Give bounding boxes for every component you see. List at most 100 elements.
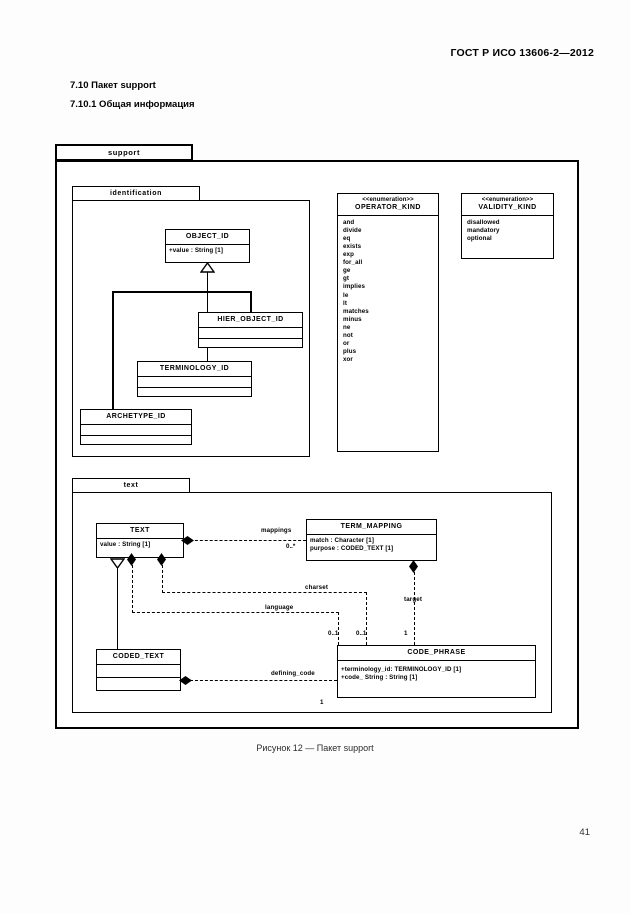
class-coded-text-attr-compartment <box>97 664 180 677</box>
literal-item: ge <box>343 267 351 275</box>
document-header: ГОСТ Р ИСО 13606-2—2012 <box>450 47 594 59</box>
association-language-multiplicity: 0..1 <box>328 630 339 637</box>
association-language-horizontal <box>131 612 339 613</box>
association-target-label: target <box>404 596 423 603</box>
class-coded-text-name: CODED_TEXT <box>112 653 165 660</box>
association-language-diamond <box>127 553 136 566</box>
class-archetype-id-attr-compartment <box>81 424 191 435</box>
enumeration-validity-kind-title: VALIDITY_KIND <box>478 203 537 211</box>
package-identification-label: identification <box>110 190 162 197</box>
class-terminology-id: TERMINOLOGY_ID <box>137 361 252 397</box>
enumeration-validity-kind: <<enumeration>> VALIDITY_KIND disallowed… <box>461 193 554 259</box>
association-charset-label: charset <box>305 584 329 591</box>
association-mappings-line <box>190 540 306 541</box>
literal-item: exists <box>343 243 362 251</box>
package-support-tab: support <box>55 144 193 161</box>
class-code-phrase-name: CODE_PHRASE <box>407 649 466 656</box>
class-coded-text: CODED_TEXT <box>96 649 181 691</box>
literal-item: mandatory <box>467 227 500 234</box>
package-support-label: support <box>107 148 141 157</box>
association-language-label: language <box>265 604 294 611</box>
class-terminology-id-name: TERMINOLOGY_ID <box>159 365 230 372</box>
class-hier-object-id-name: HIER_OBJECT_ID <box>217 316 284 323</box>
figure-caption: Рисунок 12 — Пакет support <box>256 743 374 753</box>
literal-item: ne <box>343 323 351 331</box>
class-hier-object-id: HIER_OBJECT_ID <box>198 312 303 348</box>
literal-item: minus <box>343 315 362 323</box>
class-term-mapping-name: TERM_MAPPING <box>340 523 403 530</box>
class-object-id: OBJECT_ID +value : String [1] <box>165 229 250 263</box>
association-mappings-label: mappings <box>261 527 292 534</box>
generalization-stem-coded-text <box>116 567 119 649</box>
association-language-vertical-b <box>338 612 339 645</box>
association-charset-diamond <box>157 553 166 566</box>
association-mappings-diamond <box>181 536 194 545</box>
enumeration-validity-kind-literals: disallowed mandatory optional <box>462 214 553 246</box>
literal-item: eq <box>343 235 351 243</box>
association-charset-horizontal <box>161 592 367 593</box>
class-archetype-id: ARCHETYPE_ID <box>80 409 192 445</box>
literal-item: disallowed <box>467 218 500 226</box>
class-code-phrase-attributes: +terminology_id: TERMINOLOGY_ID [1] +cod… <box>338 660 535 684</box>
package-text-tab: text <box>72 478 190 493</box>
association-target-line <box>413 572 415 645</box>
attribute-item: +code_ String : String [1] <box>341 674 418 682</box>
literal-item: lt <box>343 299 347 307</box>
enumeration-operator-kind-stereotype: <<enumeration>> <box>362 197 414 203</box>
generalization-branch-hier <box>250 291 252 312</box>
literal-item: and <box>343 218 355 226</box>
class-object-id-name: OBJECT_ID <box>185 233 230 240</box>
generalization-stem <box>206 272 209 292</box>
association-defining-code-multiplicity: 1 <box>320 699 324 706</box>
literal-item: exp <box>343 251 354 259</box>
package-identification-tab: identification <box>72 186 200 201</box>
class-archetype-id-op-compartment <box>81 435 191 444</box>
enumeration-operator-kind-name: <<enumeration>> OPERATOR_KIND <box>338 194 438 215</box>
enumeration-operator-kind-title: OPERATOR_KIND <box>355 203 421 211</box>
class-code-phrase: CODE_PHRASE +terminology_id: TERMINOLOGY… <box>337 645 536 698</box>
literal-item: for_all <box>343 259 363 267</box>
attribute-item: +terminology_id: TERMINOLOGY_ID [1] <box>341 666 462 674</box>
association-defining-code-label: defining_code <box>271 670 315 677</box>
class-hier-object-id-op-compartment <box>199 338 302 347</box>
association-charset-vertical-b <box>366 592 367 645</box>
attribute-item: match : Character [1] <box>310 537 374 545</box>
association-defining-code-diamond <box>179 676 192 685</box>
attribute-item: purpose : CODED_TEXT [1] <box>310 545 394 553</box>
literal-item: not <box>343 331 353 339</box>
class-text-name: TEXT <box>130 527 150 534</box>
literal-item: or <box>343 339 350 347</box>
association-target-multiplicity: 1 <box>404 630 408 637</box>
literal-item: implies <box>343 283 366 291</box>
class-term-mapping-attributes: match : Character [1] purpose : CODED_TE… <box>307 534 436 555</box>
class-terminology-id-attr-compartment <box>138 376 251 387</box>
generalization-arrow-text <box>110 558 125 568</box>
section-heading-7-10-1: 7.10.1 Общая информация <box>70 99 195 110</box>
enumeration-validity-kind-stereotype: <<enumeration>> <box>481 197 534 203</box>
generalization-bus <box>112 291 252 293</box>
literal-item: optional <box>467 235 492 243</box>
association-charset-multiplicity: 0..1 <box>356 630 367 637</box>
association-language-vertical-a <box>131 565 133 613</box>
literal-item: gt <box>343 275 350 283</box>
literal-item: xor <box>343 356 353 363</box>
package-text-label: text <box>123 482 139 489</box>
literal-item: le <box>343 291 349 299</box>
class-object-id-attributes: +value : String [1] <box>166 244 249 257</box>
generalization-branch-archetype <box>112 291 114 409</box>
section-heading-7-10: 7.10 Пакет support <box>70 80 156 91</box>
enumeration-operator-kind: <<enumeration>> OPERATOR_KIND and divide… <box>337 193 439 452</box>
association-mappings-multiplicity: 0..* <box>286 543 296 550</box>
literal-item: plus <box>343 347 357 355</box>
literal-item: matches <box>343 307 369 315</box>
association-target-diamond <box>409 560 418 573</box>
class-text-attributes: value : String [1] <box>97 538 183 551</box>
association-defining-code-line <box>190 680 337 681</box>
class-archetype-id-name: ARCHETYPE_ID <box>106 413 166 420</box>
class-coded-text-op-compartment <box>97 677 180 690</box>
class-hier-object-id-attr-compartment <box>199 327 302 338</box>
enumeration-validity-kind-name: <<enumeration>> VALIDITY_KIND <box>462 194 553 215</box>
class-text: TEXT value : String [1] <box>96 523 184 558</box>
literal-item: divide <box>343 227 362 234</box>
